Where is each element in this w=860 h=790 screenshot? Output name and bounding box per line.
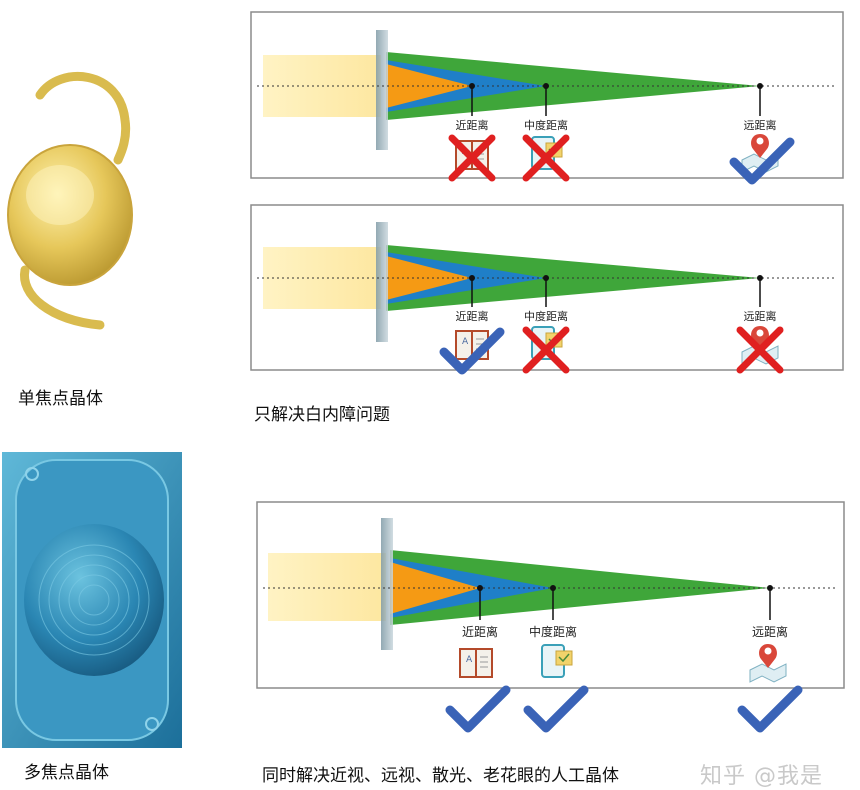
multifocal-benefit-caption: 同时解决近视、远视、散光、老花眼的人工晶体 (262, 766, 619, 786)
panel-1-intermediate-label: 中度距离 (524, 118, 568, 132)
panel-2-near-label: 近距离 (456, 309, 489, 323)
monofocal-lens-image (7, 71, 133, 330)
panel-3-far-label: 远距离 (752, 624, 788, 639)
cataract-only-caption: 只解决白内障问题 (254, 405, 390, 425)
panel-2-far-label: 远距离 (744, 309, 777, 323)
multifocal-caption: 多焦点晶体 (24, 763, 109, 783)
panel-3-multifocal: 近距离 中度距离 远距离 (256, 501, 845, 689)
check-mark-icon (742, 690, 798, 728)
check-mark-icon (528, 690, 584, 728)
panel-3-near-label: 近距离 (462, 624, 498, 639)
check-mark-icon (450, 690, 506, 728)
panel-3-intermediate-label: 中度距离 (529, 624, 577, 639)
panel-2-intermediate-label: 中度距离 (524, 309, 568, 323)
panel-1-near-label: 近距离 (456, 118, 489, 132)
panel-1-monofocal-far: 近距离 中度距离 远距离 (250, 11, 844, 180)
monofocal-caption: 单焦点晶体 (18, 389, 103, 409)
panel-1-far-label: 远距离 (744, 118, 777, 132)
book-icon (459, 648, 493, 678)
watermark: 知乎 @我是 (700, 764, 823, 789)
multifocal-lens-image (2, 452, 182, 748)
panel-2-monofocal-near: 近距离 中度距离 远距离 (250, 204, 844, 370)
